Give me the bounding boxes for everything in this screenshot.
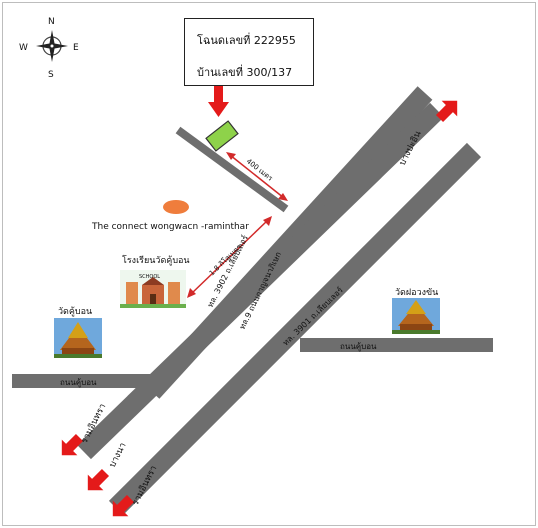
road-3901 (108, 142, 482, 516)
compass-s: S (48, 70, 54, 80)
arrow-down-left-2 (87, 468, 110, 491)
school-sign-text: SCHOOL (139, 274, 160, 280)
arrow-up-right (435, 100, 458, 123)
info-box: โฉนดเลขที่ 222955 บ้านเลขที่ 300/137 (184, 18, 314, 86)
compass-n: N (48, 17, 55, 27)
arrow-down-left-3 (112, 494, 135, 517)
the-connect-marker (163, 200, 189, 214)
compass-rose-icon (36, 30, 68, 62)
access-lane (175, 126, 289, 213)
wat-khubon-image (54, 318, 102, 358)
road-highway-9 (77, 102, 444, 460)
wat-fai-image (392, 298, 440, 334)
road-khubon-left-label: ถนนคู้บอน (60, 378, 97, 388)
compass-w: W (19, 43, 28, 53)
school-image: SCHOOL (120, 270, 186, 308)
deed-number: โฉนดเลขที่ 222955 (197, 34, 296, 47)
wat-khubon-label: วัดคู้บอน (58, 306, 92, 317)
the-connect-label: The connect wongwacn -raminthar (91, 222, 249, 232)
distance-highway-indicator (187, 216, 272, 298)
house-number: บ้านเลขที่ 300/137 (197, 66, 293, 79)
pointer-arrow (208, 86, 229, 117)
compass-e: E (73, 43, 79, 53)
school-label: โรงเรียนวัดคู้บอน (122, 255, 190, 266)
road-khubon-right-label: ถนนคู้บอน (340, 342, 377, 352)
wat-fai-label: วัดฝอวงขัน (395, 288, 438, 298)
arrow-down-left-1 (61, 433, 84, 456)
land-plot (205, 120, 239, 152)
distance-lane-indicator (226, 152, 288, 201)
